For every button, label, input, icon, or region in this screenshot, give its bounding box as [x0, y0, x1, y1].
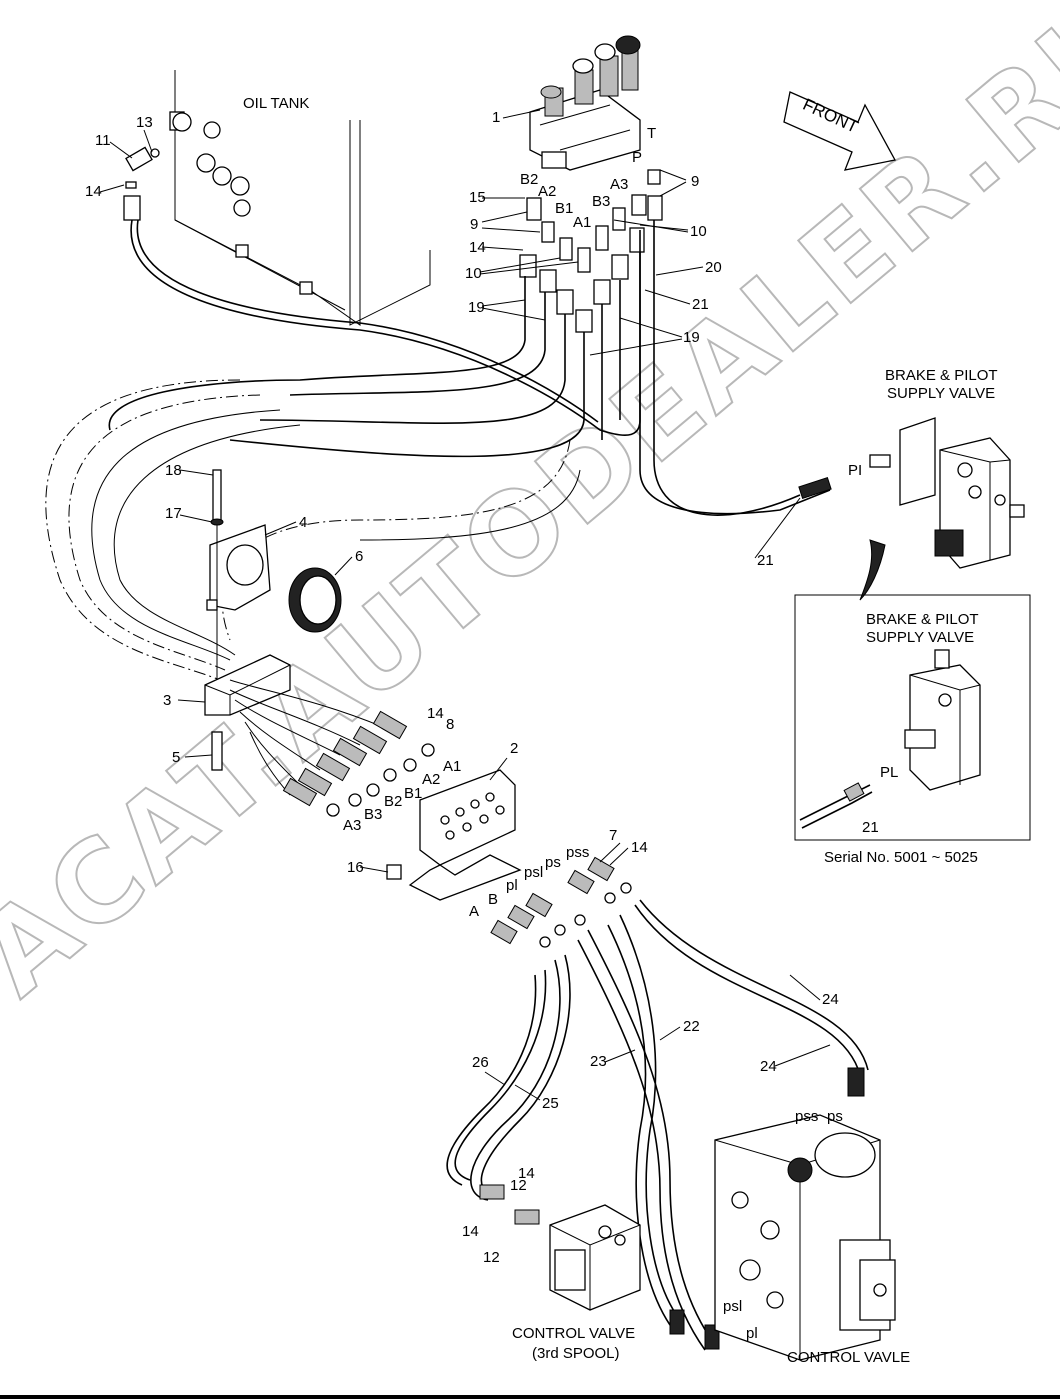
inset-port-pl: PL: [880, 764, 898, 781]
port-top-a2: A2: [538, 183, 556, 200]
pilot-valve-block: [529, 35, 641, 171]
label-p22: 22: [683, 1018, 700, 1035]
bracket-4: [206, 524, 271, 611]
inset-title-1: BRAKE & PILOT: [866, 611, 979, 628]
label-p24a: 24: [822, 991, 839, 1008]
port-valve-psl: psl: [723, 1298, 742, 1315]
valve-port-labels: pss ps psl pl: [723, 1108, 843, 1342]
pilot-hoses: [108, 219, 832, 516]
label-p10a: 10: [465, 265, 482, 282]
inset-title-2: SUPPLY VALVE: [866, 629, 974, 646]
label-p8: 8: [446, 716, 454, 733]
label-p13: 13: [136, 114, 153, 131]
leader-lines: [99, 109, 831, 1101]
top-port-labels: B2 A2 B1 A1 B3 A3 P T: [520, 125, 656, 231]
part-labels: 1 2 3 4 5 6 7 8 9 9 10 10 11 12 12 13 14…: [85, 109, 839, 1266]
oil-tank-label: OIL TANK: [243, 95, 309, 112]
port-valve-pl: pl: [746, 1325, 758, 1342]
port-plate-b3: B3: [364, 806, 382, 823]
label-p19a: 19: [468, 299, 485, 316]
label-p14f: 14: [462, 1223, 479, 1240]
control-valve-3rd-spool: [549, 1204, 641, 1311]
inset-box: [794, 594, 1031, 841]
hoses-to-plate: [229, 679, 435, 817]
brake-valve-title-1: BRAKE & PILOT: [885, 367, 998, 384]
cv3-title-1: CONTROL VALVE: [512, 1325, 635, 1342]
label-p5: 5: [172, 749, 180, 766]
port-plate-pl: pl: [506, 877, 518, 894]
inset-pointer: [859, 539, 886, 601]
port-top-b2: B2: [520, 171, 538, 188]
label-p21b: 21: [757, 552, 774, 569]
inset-valve: [799, 649, 981, 829]
port-plate-ps: ps: [545, 854, 561, 871]
supply-hoses: [446, 899, 869, 1351]
port-top-p: P: [632, 149, 642, 166]
port-valve-ps: ps: [827, 1108, 843, 1125]
label-p14c: 14: [427, 705, 444, 722]
label-p17: 17: [165, 505, 182, 522]
port-plate-a2: A2: [422, 771, 440, 788]
label-p9a: 9: [470, 216, 478, 233]
elbow-fitting: [123, 146, 160, 221]
label-p12a: 12: [510, 1177, 527, 1194]
label-p23: 23: [590, 1053, 607, 1070]
port-plate-a: A: [469, 903, 479, 920]
port-top-b1: B1: [555, 200, 573, 217]
port-plate-pss: pss: [566, 844, 589, 861]
label-p14b: 14: [469, 239, 486, 256]
label-p10b: 10: [690, 223, 707, 240]
label-p12b: 12: [483, 1249, 500, 1266]
cv3-title-2: (3rd SPOOL): [532, 1345, 620, 1362]
port-top-a1: A1: [573, 214, 591, 231]
label-p15: 15: [469, 189, 486, 206]
label-p4: 4: [299, 514, 307, 531]
port-plate-psl: psl: [524, 864, 543, 881]
main-control-valve: [714, 1114, 896, 1361]
brake-pilot-supply-valve: [869, 417, 1025, 569]
label-p7: 7: [609, 827, 617, 844]
distribution-plate-2: [386, 769, 522, 901]
oil-tank: [169, 70, 431, 326]
serial-number: Serial No. 5001 ~ 5025: [824, 849, 978, 866]
pilot-fittings: [519, 169, 663, 333]
main-valve-title: CONTROL VAVLE: [787, 1349, 910, 1366]
inset-part-21: 21: [862, 819, 879, 836]
port-plate-b2: B2: [384, 793, 402, 810]
label-p9b: 9: [691, 173, 699, 190]
port-top-t: T: [647, 125, 656, 142]
label-p21a: 21: [692, 296, 709, 313]
label-p20: 20: [705, 259, 722, 276]
label-p19b: 19: [683, 329, 700, 346]
port-plate-b: B: [488, 891, 498, 908]
port-top-b3: B3: [592, 193, 610, 210]
label-p24b: 24: [760, 1058, 777, 1075]
plate-fittings: [490, 856, 632, 948]
label-p26: 26: [472, 1054, 489, 1071]
port-valve-pss: pss: [795, 1108, 818, 1125]
label-p6: 6: [355, 548, 363, 565]
label-p18: 18: [165, 462, 182, 479]
label-p14d: 14: [631, 839, 648, 856]
label-p16: 16: [347, 859, 364, 876]
port-plate-b1: B1: [404, 785, 422, 802]
port-plate-a3: A3: [343, 817, 361, 834]
label-p25: 25: [542, 1095, 559, 1112]
plate-port-labels: A1 A2 B1 B2 B3 A3 pss ps psl pl B A: [343, 758, 589, 920]
label-p1: 1: [492, 109, 500, 126]
label-p2: 2: [510, 740, 518, 757]
label-p14a: 14: [85, 183, 102, 200]
grommet-6: [288, 567, 342, 633]
label-p11: 11: [95, 132, 111, 149]
port-plate-a1: A1: [443, 758, 461, 775]
brake-valve-title-2: SUPPLY VALVE: [887, 385, 995, 402]
label-p3: 3: [163, 692, 171, 709]
front-arrow: [783, 91, 896, 171]
port-pi: PI: [848, 462, 862, 479]
label-p14e: 14: [518, 1165, 535, 1182]
port-top-a3: A3: [610, 176, 628, 193]
